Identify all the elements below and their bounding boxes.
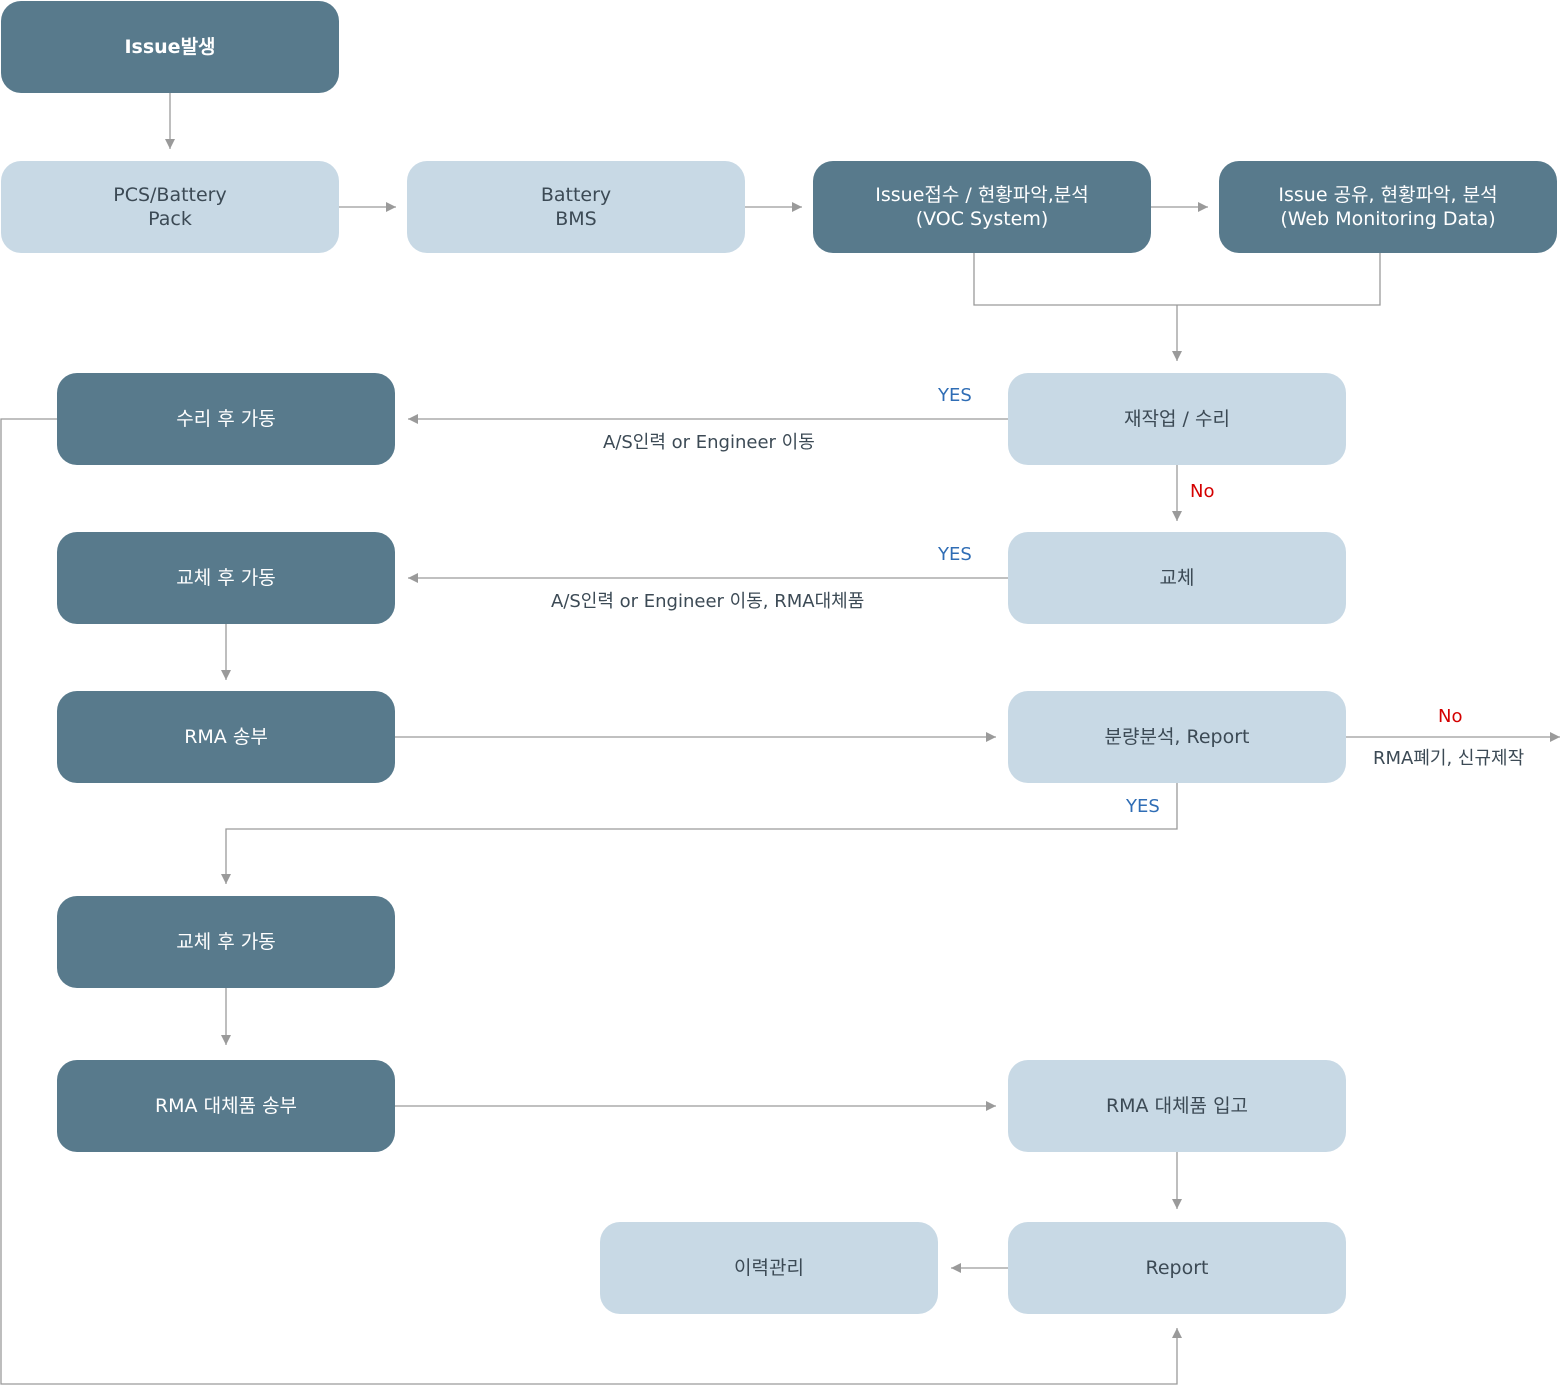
node-replace-label: 교체 — [1159, 567, 1195, 589]
node-analysis-label: 분량분석, Report — [1104, 726, 1250, 748]
node-voc-system: Issue접수 / 현황파악,분석 (VOC System) — [813, 161, 1151, 253]
node-report: Report — [1008, 1222, 1346, 1314]
node-pcs-line1: PCS/Battery — [113, 184, 227, 206]
node-history-label: 이력관리 — [734, 1257, 804, 1279]
node-analysis-report: 분량분석, Report — [1008, 691, 1346, 783]
node-bms-line2: BMS — [555, 208, 597, 230]
node-rework: 재작업 / 수리 — [1008, 373, 1346, 465]
node-web-monitoring: Issue 공유, 현황파악, 분석 (Web Monitoring Data) — [1219, 161, 1557, 253]
node-replace-run-2: 교체 후 가동 — [57, 896, 395, 988]
node-replace-run-2-label: 교체 후 가동 — [176, 931, 276, 953]
node-rma-send-label: RMA 송부 — [184, 726, 268, 748]
node-rma-send: RMA 송부 — [57, 691, 395, 783]
node-issue: Issue발생 — [1, 1, 339, 93]
node-rma-sub-recv-label: RMA 대체품 입고 — [1105, 1095, 1249, 1117]
label-yes-rework: YES — [938, 385, 972, 406]
arrow-analysis-to-replace-run-2 — [221, 783, 1178, 884]
node-issue-label: Issue발생 — [124, 36, 216, 58]
merge-voc-web — [973, 253, 1381, 306]
node-rma-sub-send: RMA 대체품 송부 — [57, 1060, 395, 1152]
node-pcs-battery-pack: PCS/Battery Pack — [1, 161, 339, 253]
node-voc-line1: Issue접수 / 현황파악,분석 — [875, 184, 1089, 206]
label-yes-replace: YES — [938, 544, 972, 565]
node-bms-line1: Battery — [540, 184, 612, 206]
label-yes-analysis: YES — [1126, 796, 1160, 817]
node-web-line1: Issue 공유, 현황파악, 분석 — [1278, 184, 1498, 206]
node-history: 이력관리 — [600, 1222, 938, 1314]
arrow-repair-run-to-report — [0, 418, 1182, 1385]
label-engineer-move-rma: A/S인력 or Engineer 이동, RMA대체품 — [551, 591, 865, 612]
node-repair-run-label: 수리 후 가동 — [176, 408, 276, 430]
node-pcs-line2: Pack — [148, 208, 192, 230]
node-repair-run: 수리 후 가동 — [57, 373, 395, 465]
node-rma-sub-send-label: RMA 대체품 송부 — [154, 1095, 298, 1117]
node-rework-label: 재작업 / 수리 — [1124, 408, 1230, 430]
label-no-rework: No — [1190, 481, 1215, 502]
label-rma-discard: RMA폐기, 신규제작 — [1373, 748, 1525, 769]
node-replace-run-1: 교체 후 가동 — [57, 532, 395, 624]
label-no-analysis: No — [1438, 706, 1463, 727]
node-battery-bms: Battery BMS — [407, 161, 745, 253]
node-rma-sub-recv: RMA 대체품 입고 — [1008, 1060, 1346, 1152]
node-replace: 교체 — [1008, 532, 1346, 624]
node-web-line2: (Web Monitoring Data) — [1280, 208, 1496, 230]
node-report-label: Report — [1145, 1257, 1209, 1279]
node-voc-line2: (VOC System) — [915, 208, 1049, 230]
label-engineer-move: A/S인력 or Engineer 이동 — [603, 432, 815, 453]
node-replace-run-1-label: 교체 후 가동 — [176, 567, 276, 589]
